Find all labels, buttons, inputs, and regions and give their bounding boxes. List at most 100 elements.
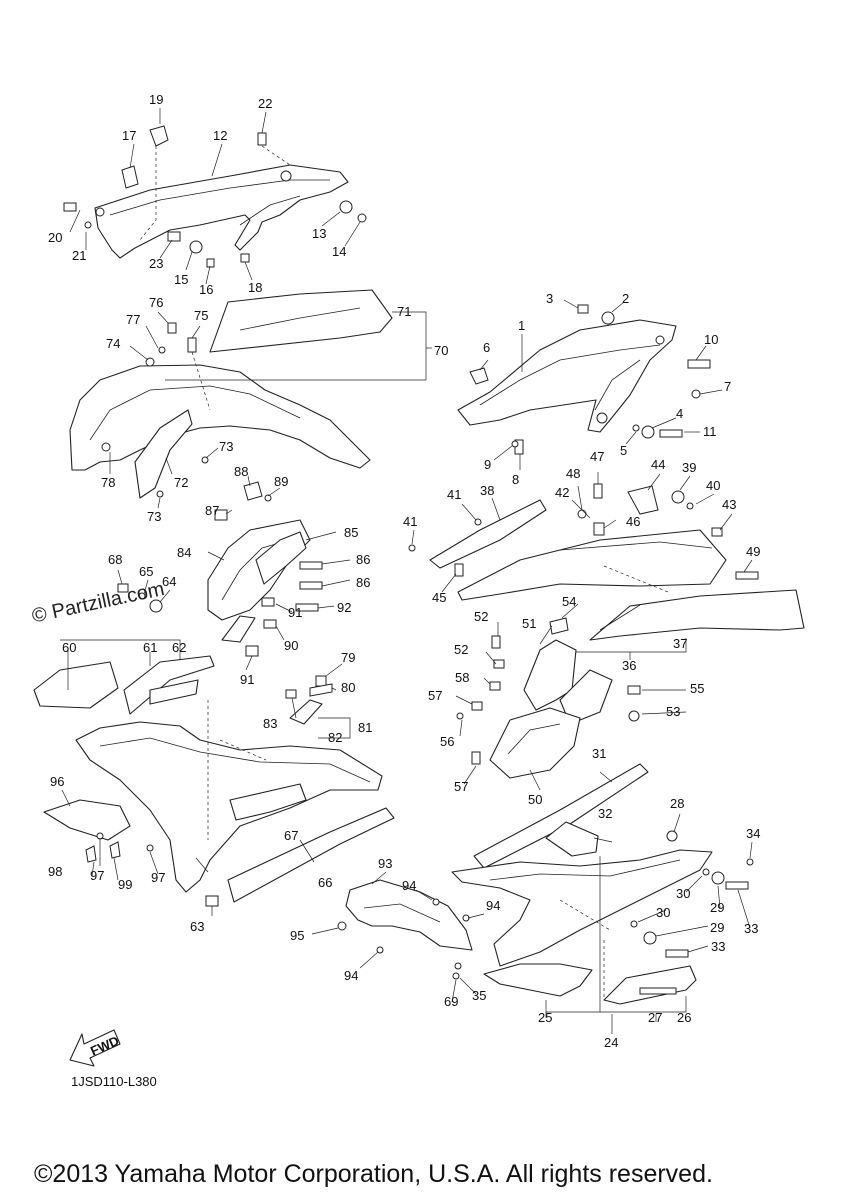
decal-panel — [603, 965, 697, 1005]
inner-panel-assembly — [455, 603, 687, 791]
lower-cowl-main — [75, 721, 383, 893]
callout-39: 39 — [682, 460, 696, 475]
callout-29: 29 — [710, 900, 724, 915]
lower-strip-part — [473, 763, 649, 869]
callout-91: 91 — [240, 672, 254, 687]
callout-61: 61 — [143, 640, 157, 655]
callout-33: 33 — [744, 921, 758, 936]
callout-6: 6 — [483, 340, 490, 355]
callout-47: 47 — [590, 449, 604, 464]
callout-65: 65 — [139, 564, 153, 579]
diagram-reference-code: 1JSD110-L380 — [71, 1074, 157, 1089]
side-cowl-panel — [69, 364, 371, 471]
callout-10: 10 — [704, 332, 718, 347]
callout-19: 19 — [149, 92, 163, 107]
callout-12: 12 — [213, 128, 227, 143]
callout-75: 75 — [194, 308, 208, 323]
callout-73: 73 — [219, 439, 233, 454]
callout-2: 2 — [622, 291, 629, 306]
callout-89: 89 — [274, 474, 288, 489]
callout-82: 82 — [328, 730, 342, 745]
callout-30: 30 — [656, 905, 670, 920]
callout-79: 79 — [341, 650, 355, 665]
callout-52: 52 — [474, 609, 488, 624]
callout-23: 23 — [149, 256, 163, 271]
callout-74: 74 — [106, 336, 120, 351]
callout-21: 21 — [72, 248, 86, 263]
callout-76: 76 — [149, 295, 163, 310]
callout-36: 36 — [622, 658, 636, 673]
lower-cowl-strip — [227, 807, 395, 903]
callout-94: 94 — [402, 878, 416, 893]
callout-96: 96 — [50, 774, 64, 789]
callout-48: 48 — [566, 466, 580, 481]
callout-20: 20 — [48, 230, 62, 245]
callout-5: 5 — [620, 443, 627, 458]
windscreen-panel — [209, 289, 393, 353]
callout-63: 63 — [190, 919, 204, 934]
callout-22: 22 — [258, 96, 272, 111]
callout-46: 46 — [626, 514, 640, 529]
inner-panel-duct — [489, 707, 581, 779]
callout-labels: 19 22 17 12 20 21 13 14 23 15 16 18 3 2 … — [48, 92, 760, 1050]
callout-62: 62 — [172, 640, 186, 655]
callout-93: 93 — [378, 856, 392, 871]
callout-56: 56 — [440, 734, 454, 749]
callout-28: 28 — [670, 796, 684, 811]
callout-92: 92 — [337, 600, 351, 615]
callout-35: 35 — [472, 988, 486, 1003]
inner-bracket-part — [523, 639, 577, 711]
callout-30: 30 — [676, 886, 690, 901]
callout-50: 50 — [528, 792, 542, 807]
callout-11: 11 — [703, 424, 717, 439]
callout-88: 88 — [234, 464, 248, 479]
callout-99: 99 — [118, 877, 132, 892]
callout-81: 81 — [358, 720, 372, 735]
callout-66: 66 — [318, 875, 332, 890]
callout-84: 84 — [177, 545, 191, 560]
callout-97: 97 — [90, 868, 104, 883]
callout-90: 90 — [284, 638, 298, 653]
callout-44: 44 — [651, 457, 665, 472]
callout-83: 83 — [263, 716, 277, 731]
callout-34: 34 — [746, 826, 760, 841]
callout-51: 51 — [522, 616, 536, 631]
callout-9: 9 — [484, 457, 491, 472]
callout-3: 3 — [546, 291, 553, 306]
callout-68: 68 — [108, 552, 122, 567]
callout-80: 80 — [341, 680, 355, 695]
upper-side-panel-assembly — [69, 289, 432, 509]
callout-97: 97 — [151, 870, 165, 885]
callout-38: 38 — [480, 483, 494, 498]
callout-86: 86 — [356, 575, 370, 590]
side-panel-lower — [589, 589, 805, 641]
callout-87: 87 — [205, 503, 219, 518]
callout-67: 67 — [284, 828, 298, 843]
lower-cowl-right-bottom — [483, 963, 593, 997]
callout-94: 94 — [486, 898, 500, 913]
callout-1: 1 — [518, 318, 525, 333]
callout-91: 91 — [288, 605, 302, 620]
callout-54: 54 — [562, 594, 576, 609]
lower-cowl-left-assembly — [33, 569, 395, 916]
callout-25: 25 — [538, 1010, 552, 1025]
callout-26: 26 — [677, 1010, 691, 1025]
callout-55: 55 — [690, 681, 704, 696]
right-bracket-part — [457, 319, 677, 433]
callout-16: 16 — [199, 282, 213, 297]
callout-14: 14 — [332, 244, 346, 259]
callout-78: 78 — [101, 475, 115, 490]
callout-58: 58 — [455, 670, 469, 685]
callout-60: 60 — [62, 640, 76, 655]
right-side-panel-assembly — [408, 472, 805, 660]
callout-24: 24 — [604, 1035, 618, 1050]
callout-31: 31 — [592, 746, 606, 761]
lower-cowl-right-assembly — [451, 763, 754, 1034]
callout-86: 86 — [356, 552, 370, 567]
duct-bracket-assembly — [207, 475, 351, 739]
copyright-notice: ©2013 Yamaha Motor Corporation, U.S.A. A… — [34, 1160, 713, 1188]
lower-center-assembly — [311, 871, 485, 969]
callout-8: 8 — [512, 472, 519, 487]
callout-69: 69 — [444, 994, 458, 1009]
